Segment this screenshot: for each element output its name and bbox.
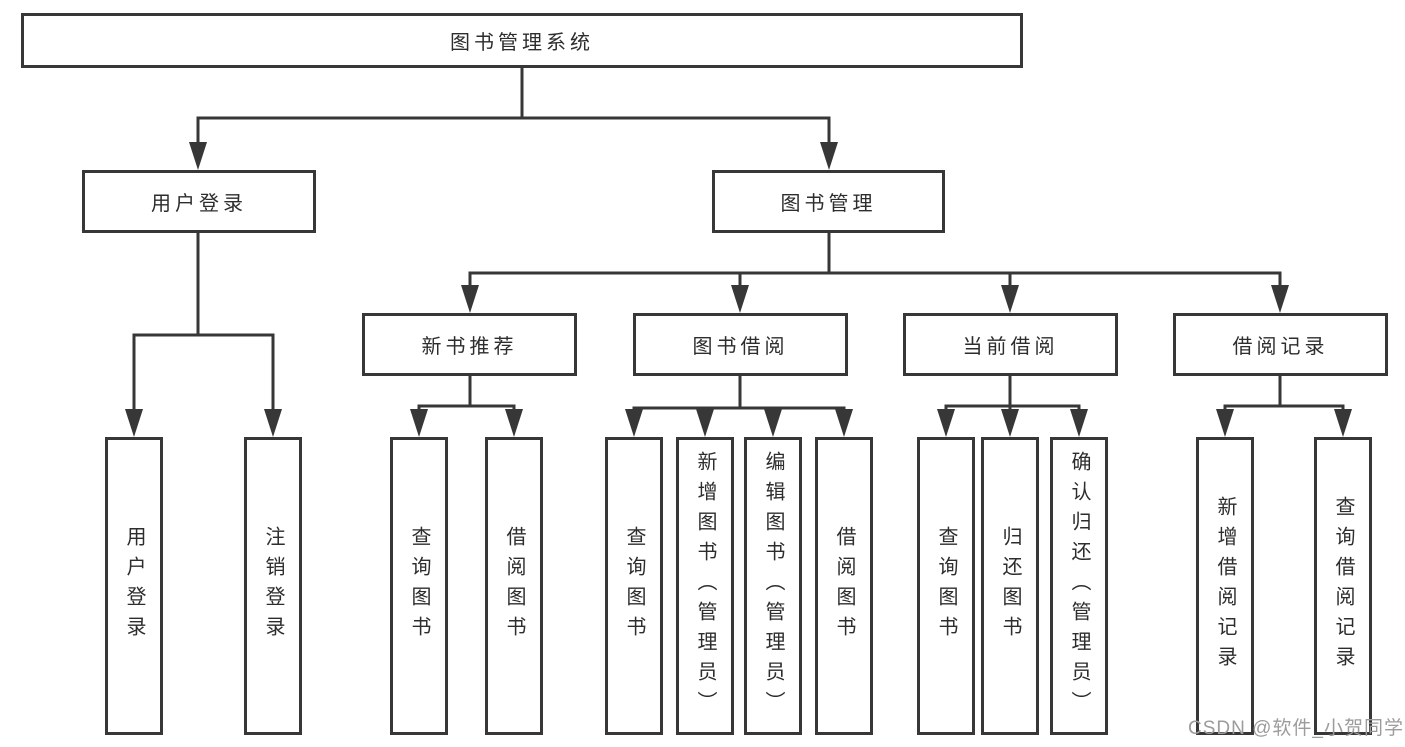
node-label: 查询借阅记录 — [1332, 496, 1354, 676]
node-borrow-records: 借阅记录 — [1173, 313, 1388, 376]
leaf-confirm-return-admin: 确认归还（管理员） — [1050, 437, 1108, 735]
leaf-add-borrow-record: 新增借阅记录 — [1196, 437, 1254, 735]
leaf-borrow-books-borrow: 借阅图书 — [815, 437, 873, 735]
connector-newbook-to-leaves — [410, 374, 523, 437]
node-label: 用户登录 — [151, 193, 247, 215]
node-label: 新书推荐 — [421, 336, 518, 358]
node-label: 新增图书（管理员） — [694, 451, 716, 721]
leaf-user-login: 用户登录 — [105, 437, 163, 735]
connector-currentborrow-to-leaves — [937, 374, 1088, 437]
leaf-query-books-recommend: 查询图书 — [390, 437, 448, 735]
csdn-watermark: CSDN @软件_小贺同学 — [1188, 718, 1404, 739]
node-label: 借阅图书 — [833, 526, 855, 646]
node-label: 图书管理系统 — [450, 32, 594, 54]
node-label: 确认归还（管理员） — [1068, 451, 1090, 721]
connector-borrowrecords-to-leaves — [1216, 374, 1352, 437]
leaf-edit-books-admin: 编辑图书（管理员） — [744, 437, 802, 735]
node-label: 借阅图书 — [503, 526, 525, 646]
connector-root-to-level2 — [189, 66, 838, 170]
leaf-return-books: 归还图书 — [981, 437, 1039, 735]
node-label: 当前借阅 — [962, 336, 1059, 358]
node-label: 新增借阅记录 — [1214, 496, 1236, 676]
node-label: 注销登录 — [262, 526, 284, 646]
node-label: 查询图书 — [935, 526, 957, 646]
leaf-query-borrow-record: 查询借阅记录 — [1314, 437, 1372, 735]
node-label: 编辑图书（管理员） — [762, 451, 784, 721]
node-book-borrow: 图书借阅 — [633, 313, 848, 376]
node-label: 归还图书 — [999, 526, 1021, 646]
node-label: 查询图书 — [408, 526, 430, 646]
node-label: 图书管理 — [780, 193, 877, 215]
node-new-book-recommend: 新书推荐 — [362, 313, 577, 376]
connector-userlogin-to-leaves — [125, 231, 282, 437]
node-book-management: 图书管理 — [712, 170, 945, 233]
node-user-login: 用户登录 — [82, 170, 316, 233]
leaf-query-books-borrow: 查询图书 — [605, 437, 663, 735]
node-label: 图书借阅 — [692, 336, 789, 358]
connector-bookmgmt-to-level3 — [461, 231, 1289, 313]
leaf-logout: 注销登录 — [244, 437, 302, 735]
node-label: 查询图书 — [623, 526, 645, 646]
connector-bookborrow-to-leaves — [625, 374, 853, 437]
leaf-borrow-books-recommend: 借阅图书 — [485, 437, 543, 735]
node-library-management-system: 图书管理系统 — [21, 13, 1023, 68]
node-label: 用户登录 — [123, 526, 145, 646]
leaf-query-books-current: 查询图书 — [917, 437, 975, 735]
node-label: 借阅记录 — [1232, 336, 1329, 358]
node-current-borrow: 当前借阅 — [903, 313, 1118, 376]
leaf-add-books-admin: 新增图书（管理员） — [676, 437, 734, 735]
